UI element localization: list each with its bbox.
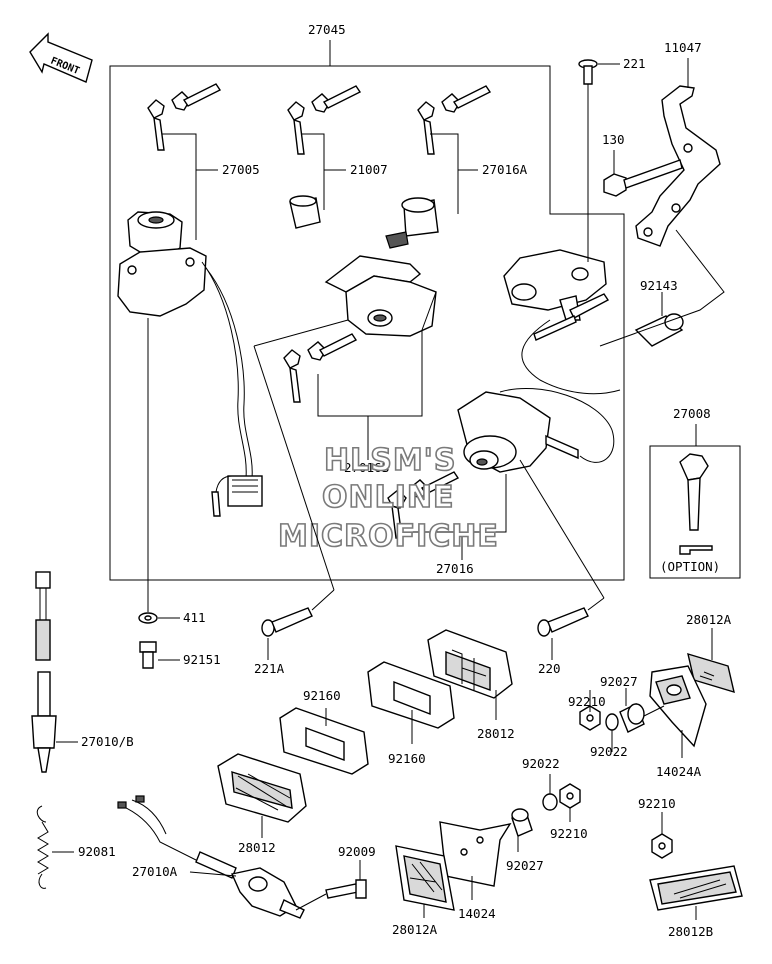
lock-27016 — [457, 388, 615, 473]
label-21007: 21007 — [350, 162, 388, 177]
lock-27016A — [385, 197, 439, 249]
label-28012A-bottom: 28012A — [392, 922, 438, 937]
lock-cylinder-21007 — [289, 195, 321, 229]
bolt-92151 — [139, 641, 157, 669]
reflector-28012A-top — [687, 652, 735, 694]
label-92081: 92081 — [78, 844, 116, 859]
label-92160-left: 92160 — [303, 688, 341, 703]
gasket-92160-right — [367, 661, 455, 729]
option-box — [649, 445, 741, 579]
switch-27010B — [31, 571, 57, 773]
label-92022-right: 92022 — [590, 744, 628, 759]
label-92143: 92143 — [640, 278, 678, 293]
collar-92027-right — [619, 703, 645, 733]
label-411: 411 — [183, 610, 206, 625]
bracket-14024A — [649, 665, 707, 748]
label-221A: 221A — [254, 661, 285, 676]
washer-92022-center — [542, 793, 558, 811]
label-92151: 92151 — [183, 652, 221, 667]
label-221: 221 — [623, 56, 646, 71]
label-27010B: 27010/B — [81, 734, 134, 749]
label-option: (OPTION) — [660, 559, 720, 574]
spring-92081 — [36, 805, 49, 889]
kit-frame — [109, 65, 625, 581]
switch-27010A — [117, 795, 305, 919]
watermark-line-1: HLSM'S — [324, 443, 456, 478]
watermark-line-3: MICROFICHE — [278, 519, 499, 554]
label-27016B: 27016B — [344, 460, 389, 475]
label-92022-center: 92022 — [522, 756, 560, 771]
collar-92027-center — [511, 808, 533, 837]
bracket-assembly — [503, 249, 621, 395]
key-set-27005 — [147, 83, 222, 151]
label-27010A: 27010A — [132, 864, 178, 879]
blank-key-27008 — [679, 453, 713, 555]
washer-92022-right — [605, 713, 619, 731]
screw-221A — [261, 607, 313, 637]
watermark: HLSM'S ONLINE MICROFICHE — [277, 442, 499, 555]
bracket-11047 — [635, 85, 721, 247]
reflector-28012B — [649, 865, 743, 911]
label-92160-right: 92160 — [388, 751, 426, 766]
seat-lock-27016B — [253, 255, 437, 347]
reflector-28012-left — [217, 753, 307, 823]
label-27016A: 27016A — [482, 162, 528, 177]
key-set-27016B — [283, 333, 358, 403]
nut-92210-b — [559, 783, 581, 809]
label-14024: 14024 — [458, 906, 496, 921]
label-27045: 27045 — [308, 22, 346, 37]
label-130: 130 — [602, 132, 625, 147]
washer-411 — [138, 612, 158, 624]
label-92210-b: 92210 — [550, 826, 588, 841]
bolt-92009 — [325, 879, 367, 899]
label-14024A: 14024A — [656, 764, 702, 779]
bolt-130 — [603, 159, 683, 197]
reflector-28012-center — [427, 629, 513, 699]
label-27016: 27016 — [436, 561, 474, 576]
nut-92210-c — [651, 833, 673, 859]
label-92027-center: 92027 — [506, 858, 544, 873]
key-set-27016 — [387, 471, 460, 539]
label-92210-c: 92210 — [638, 796, 676, 811]
label-92210-a: 92210 — [568, 694, 606, 709]
label-92009: 92009 — [338, 844, 376, 859]
screw-220 — [537, 607, 589, 637]
label-28012A-top: 28012A — [686, 612, 732, 627]
label-220: 220 — [538, 661, 561, 676]
bracket-14024 — [439, 821, 512, 887]
ignition-switch — [117, 211, 263, 517]
label-11047: 11047 — [664, 40, 702, 55]
reflector-28012A-bottom — [395, 845, 455, 911]
key-set-27016A — [417, 85, 492, 155]
label-28012-left: 28012 — [238, 840, 276, 855]
label-27008: 27008 — [673, 406, 711, 421]
label-28012B: 28012B — [668, 924, 713, 939]
front-arrow-icon: FRONT — [29, 32, 93, 83]
label-28012-center: 28012 — [477, 726, 515, 741]
label-92027-right: 92027 — [600, 674, 638, 689]
label-27005: 27005 — [222, 162, 260, 177]
key-set-21007 — [287, 85, 362, 155]
watermark-line-2: ONLINE — [322, 480, 455, 515]
screw-221 — [578, 59, 598, 85]
gasket-92160-left — [279, 707, 369, 775]
